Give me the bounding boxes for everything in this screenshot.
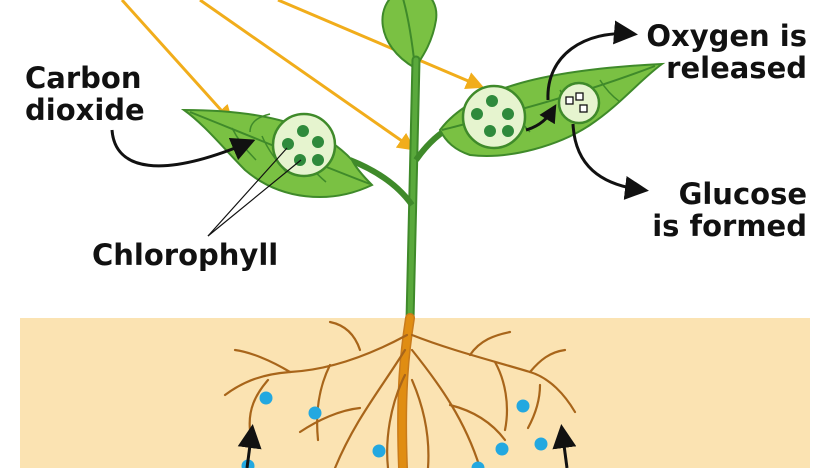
carbon-dioxide-label: Carbon dioxide (25, 62, 145, 126)
glucose-arrow (573, 124, 643, 190)
soil (20, 318, 810, 468)
chloroplast-left (273, 114, 335, 176)
water-drop (517, 400, 530, 413)
glucose-label: Glucose is formed (652, 178, 807, 242)
carbon-dioxide-line-2: dioxide (25, 94, 145, 126)
chloroplast-right (463, 86, 525, 148)
water-drop (535, 438, 548, 451)
carbon-dioxide-line-1: Carbon (25, 62, 145, 94)
glucose-line-2: is formed (652, 210, 807, 242)
top-leaf (382, 0, 436, 68)
water-drop (309, 407, 322, 420)
glucose-square-2 (576, 93, 583, 100)
glucose-square-3 (580, 105, 587, 112)
water-drop (496, 443, 509, 456)
sun-ray-3 (278, 0, 480, 86)
water-drop (373, 445, 386, 458)
oxygen-line-1: Oxygen is (646, 20, 807, 52)
water-drop (260, 392, 273, 405)
glucose-cell (559, 83, 599, 123)
chlorophyll-label: Chlorophyll (92, 239, 278, 271)
glucose-line-1: Glucose (652, 178, 807, 210)
oxygen-line-2: released (646, 52, 807, 84)
glucose-square-1 (566, 97, 573, 104)
oxygen-label: Oxygen is released (646, 20, 807, 84)
